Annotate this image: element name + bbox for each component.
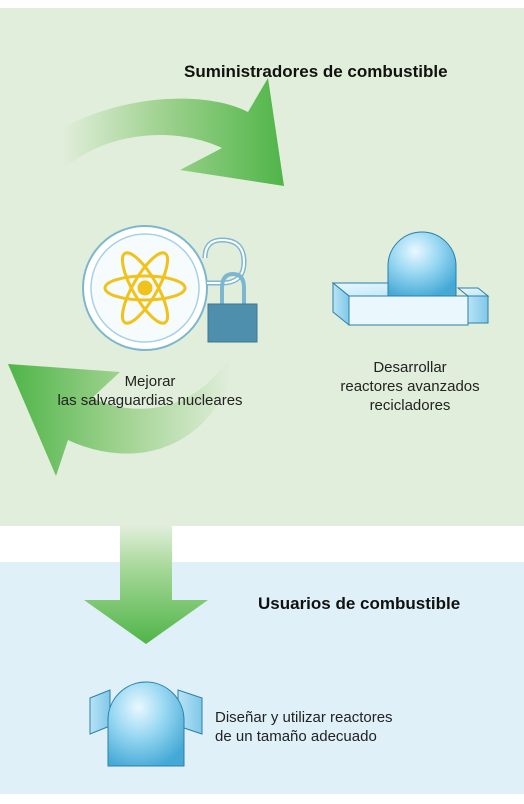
small-reactor-caption-line1: Diseñar y utilizar reactores: [215, 709, 393, 726]
advanced-reactor-caption-line3: recicladores: [369, 397, 451, 414]
atom-icon: [103, 251, 187, 325]
safeguards-caption-line2: las salvaguardias nucleares: [57, 392, 243, 409]
safeguards-caption-line1: Mejorar: [124, 373, 176, 390]
small-reactor-caption: Diseñar y utilizar reactores de un tamañ…: [215, 708, 475, 746]
advanced-reactor-caption: Desarrollar reactores avanzados reciclad…: [330, 358, 490, 415]
cycle-arrow-top: [62, 78, 284, 186]
small-reactor-caption-line2: de un tamaño adecuado: [215, 728, 377, 745]
advanced-reactor-caption-line1: Desarrollar: [373, 359, 447, 376]
safeguards-caption: Mejorar las salvaguardias nucleares: [40, 372, 260, 410]
advanced-reactor-icon: [331, 231, 490, 327]
suppliers-heading: Suministradores de combustible: [184, 62, 448, 81]
padlock-icon: [207, 303, 258, 343]
advanced-reactor-caption-line2: reactores avanzados: [340, 378, 480, 395]
down-arrow: [84, 526, 208, 644]
small-reactor-icon: [89, 681, 203, 767]
nuclear-safeguards-icon: [82, 225, 258, 351]
users-heading: Usuarios de combustible: [258, 594, 461, 613]
cycle-arrow-bottom: [8, 352, 232, 476]
padlock-shackle: [220, 271, 246, 306]
